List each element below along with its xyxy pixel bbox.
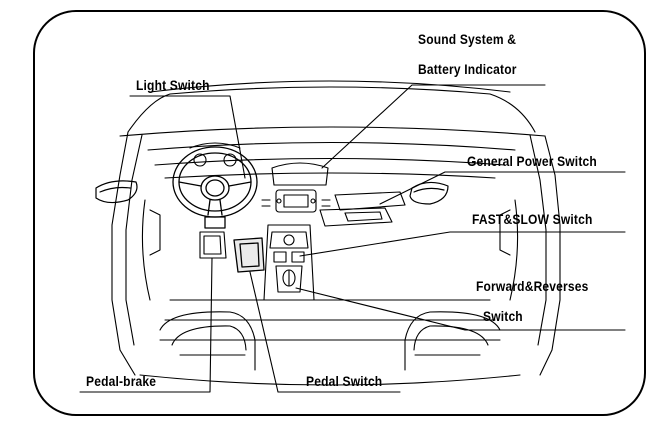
leader-lines (79, 84, 626, 393)
center-tunnel (263, 224, 315, 301)
label-fast-slow-switch: FAST&SLOW Switch (472, 211, 593, 227)
diagram-frame (33, 10, 646, 416)
label-forward-reverse-line1: Forward&Reverses (476, 278, 589, 294)
right-mirror (409, 181, 449, 205)
accelerator-pedal (233, 237, 265, 273)
label-light-switch: Light Switch (136, 77, 210, 93)
pedal-brake-pad (199, 231, 227, 259)
label-pedal-switch: Pedal Switch (306, 373, 383, 389)
instrument-cluster (189, 142, 241, 167)
car-body (111, 80, 561, 386)
label-forward-reverse-line2: Switch (483, 308, 523, 324)
label-general-power-switch: General Power Switch (467, 153, 597, 169)
glovebox (319, 191, 406, 227)
left-mirror (95, 180, 138, 204)
label-sound-system-line1: Sound System & (418, 31, 517, 47)
center-stack (261, 162, 331, 213)
label-sound-system-line2: Battery Indicator (418, 61, 517, 77)
label-pedal-brake: Pedal-brake (86, 373, 157, 389)
steering-wheel (172, 146, 258, 229)
